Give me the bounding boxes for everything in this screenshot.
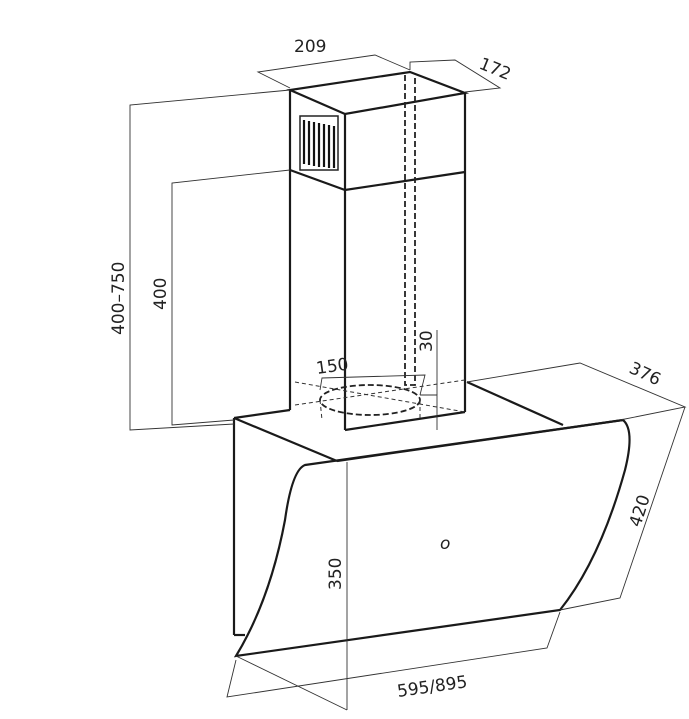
control-symbol: o bbox=[440, 534, 450, 554]
chimney-top-face bbox=[286, 70, 470, 116]
dim-hood-width: 595/895 bbox=[396, 672, 469, 702]
dim-chimney-depth: 172 bbox=[476, 54, 514, 85]
canopy: o bbox=[232, 380, 631, 658]
dim-hood-depth: 376 bbox=[626, 358, 664, 390]
dim-total-height: 400–750 bbox=[109, 262, 129, 335]
glass-panel bbox=[233, 418, 631, 658]
chimney bbox=[286, 70, 470, 432]
dim-glass-height: 420 bbox=[626, 493, 655, 530]
dimension-lines bbox=[129, 54, 687, 711]
dim-chimney-width: 209 bbox=[294, 37, 326, 57]
dim-outlet-diameter: 150 bbox=[315, 355, 350, 379]
dim-outlet-offset: 30 bbox=[417, 330, 437, 352]
vent-grille-icon bbox=[299, 115, 339, 171]
dim-chimney-height: 400 bbox=[151, 278, 171, 310]
dim-hood-height: 350 bbox=[326, 558, 346, 590]
chimney-section-joint bbox=[289, 168, 466, 192]
hidden-duct bbox=[404, 75, 416, 386]
